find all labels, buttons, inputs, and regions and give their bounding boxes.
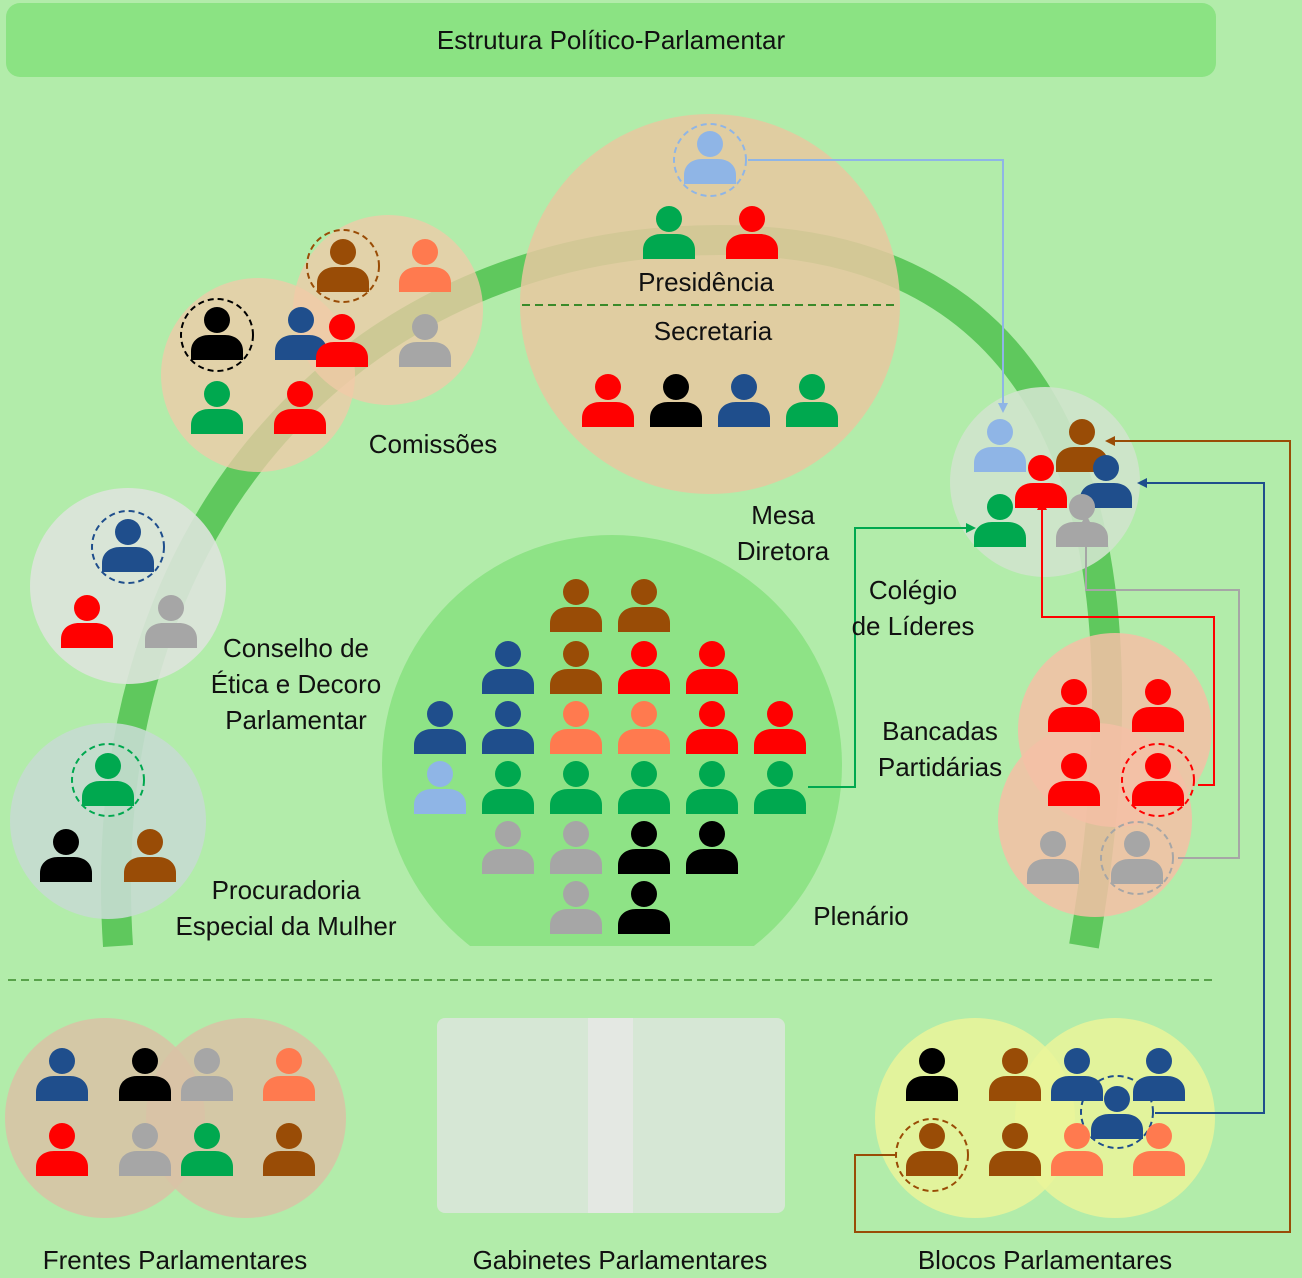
title-bar: Estrutura Político-Parlamentar	[6, 3, 1216, 77]
leader-ring-comissoes-2	[180, 298, 254, 372]
leader-ring-comissoes-1	[306, 229, 380, 303]
diagram-title: Estrutura Político-Parlamentar	[436, 24, 786, 55]
leader-ring-procuradoria	[71, 743, 145, 817]
label-colegio-line2: de Líderes	[851, 611, 975, 641]
label-bancadas-line1: Bancadas	[882, 716, 998, 746]
leader-ring-blocos-brown	[895, 1118, 969, 1192]
connector-plenario	[808, 527, 968, 788]
connector-presidencia	[748, 159, 1004, 408]
label-conselho-line3: Parlamentar	[225, 705, 367, 735]
label-bancadas: Bancadas Partidárias	[855, 713, 1025, 785]
connector-blocos-brown	[854, 440, 1291, 1233]
label-conselho-line2: Ética e Decoro	[210, 669, 382, 699]
leader-ring-presidencia	[673, 123, 747, 197]
arrowhead-presidencia	[998, 403, 1008, 413]
label-plenario: Plenário	[813, 901, 909, 931]
label-presidencia: Presidência	[638, 267, 774, 297]
label-procuradoria-line1: Procuradoria	[211, 875, 361, 905]
label-conselho: Conselho de Ética e Decoro Parlamentar	[196, 630, 396, 738]
leader-ring-blocos-navy	[1080, 1075, 1154, 1149]
label-colegio-line1: Colégio	[868, 575, 958, 605]
label-procuradoria-line2: Especial da Mulher	[175, 911, 397, 941]
connector-blocos-navy	[1142, 482, 1265, 1114]
leader-ring-conselho	[91, 510, 165, 584]
label-bancadas-line2: Partidárias	[877, 752, 1003, 782]
label-comissoes: Comissões	[368, 429, 498, 459]
arrowhead-plenario	[966, 523, 976, 533]
label-secretaria: Secretaria	[653, 316, 773, 346]
leader-ring-bancadas-red	[1121, 743, 1195, 817]
label-conselho-line1: Conselho de	[223, 633, 369, 663]
frentes-circle-2	[146, 1018, 346, 1218]
label-procuradoria: Procuradoria Especial da Mulher	[146, 872, 426, 944]
arrowhead-blocos-brown	[1105, 436, 1115, 446]
label-frentes: Frentes Parlamentares	[42, 1245, 308, 1275]
connector-bancadas-red	[1041, 508, 1215, 786]
arrowhead-blocos-navy	[1137, 478, 1147, 488]
label-gabinetes: Gabinetes Parlamentares	[472, 1245, 768, 1275]
label-mesa-line1: Mesa	[751, 500, 815, 530]
label-mesa-line2: Diretora	[736, 536, 830, 566]
label-blocos: Blocos Parlamentares	[917, 1245, 1173, 1275]
connector-bancadas-gray	[1085, 522, 1240, 859]
plenario-circle	[382, 535, 842, 946]
label-colegio: Colégio de Líderes	[828, 572, 998, 644]
label-mesa-diretora: Mesa Diretora	[683, 497, 883, 569]
gabinetes-divider	[588, 1018, 633, 1213]
comissoes-circle-2	[161, 278, 355, 472]
bancadas-circle-2	[998, 723, 1192, 917]
colegio-circle	[950, 387, 1140, 577]
leader-ring-bancadas-gray	[1100, 821, 1174, 895]
